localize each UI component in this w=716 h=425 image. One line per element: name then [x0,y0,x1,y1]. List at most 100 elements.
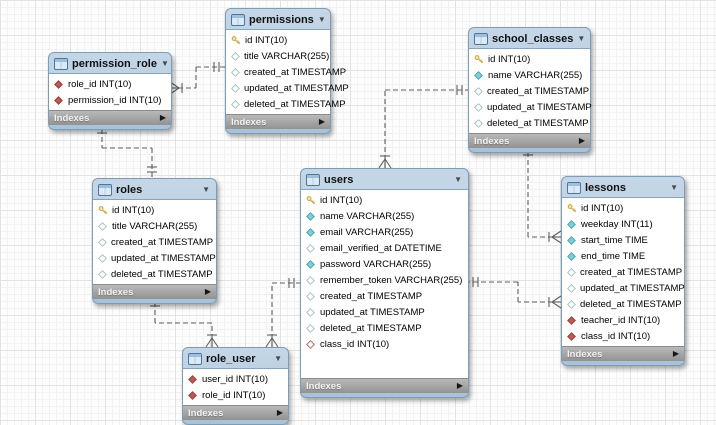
table-title: permission_role [72,57,157,70]
expand-arrow-icon[interactable]: ▶ [204,287,211,296]
column-label: updated_at TIMESTAMP [320,306,425,318]
column-label: role_id INT(10) [68,78,132,90]
indexes-label: Indexes [98,286,134,298]
column-label: created_at TIMESTAMP [111,236,214,248]
table-header-permission_role[interactable]: permission_role▼ [49,53,171,73]
column-label: weekday INT(11) [581,218,653,230]
primary-key-icon [306,195,316,206]
relationship-lessons-users[interactable] [467,277,562,309]
column-label: password VARCHAR(255) [320,258,432,270]
expand-arrow-icon[interactable]: ▶ [276,408,283,417]
column-nullable-icon [306,275,316,285]
collapse-triangle-icon[interactable]: ▼ [160,58,169,68]
indexes-section[interactable]: Indexes▶ [469,133,590,148]
column-label: id INT(10) [488,53,531,65]
column-row: created_at TIMESTAMP [301,288,468,304]
column-label: id INT(10) [112,204,155,216]
column-row: name VARCHAR(255) [301,208,468,224]
relationship-lessons-school_classes[interactable] [523,144,562,244]
table-permission_role[interactable]: permission_role▼ role_id INT(10) permissio… [48,52,172,130]
table-header-permissions[interactable]: permissions▼ [226,9,330,29]
column-label: role_id INT(10) [202,389,266,401]
relationship-users-school_classes[interactable] [378,85,468,169]
collapse-triangle-icon[interactable]: ▼ [274,353,282,363]
table-role_user[interactable]: role_user ▼ user_id INT(10)role_id INT(10)… [182,347,289,425]
column-nullable-icon [306,307,316,317]
collapse-triangle-icon[interactable]: ▼ [577,33,586,43]
column-label: deleted_at TIMESTAMP [111,268,213,280]
column-not-null-icon [306,211,316,221]
column-not-null-icon [474,70,484,80]
column-row: updated_at TIMESTAMP [469,99,592,115]
column-not-null-icon [306,227,316,237]
table-header-school_classes[interactable]: school_classes▼ [469,28,590,48]
table-header-lessons[interactable]: lessons ▼ [562,177,684,197]
table-title: lessons [585,181,626,194]
relationship-role_user-users[interactable] [265,278,300,348]
indexes-section[interactable]: Indexes ▶ [93,284,216,299]
collapse-triangle-icon[interactable]: ▼ [202,184,210,194]
collapse-triangle-icon[interactable]: ▼ [670,182,678,192]
column-row: role_id INT(10) [49,76,171,92]
column-row: name VARCHAR(255) [469,67,590,83]
table-header-roles[interactable]: roles▼ [93,179,216,199]
column-nullable-icon [306,291,316,301]
column-row: password VARCHAR(255) [301,256,468,272]
expand-arrow-icon[interactable]: ▶ [672,349,679,358]
column-label: teacher_id INT(10) [581,314,661,326]
column-label: permission_id INT(10) [68,94,162,106]
column-label: title VARCHAR(255) [112,220,198,232]
column-row: email VARCHAR(255) [301,224,468,240]
table-roles[interactable]: roles▼ id INT(10) title VARCHAR(255) create… [92,178,217,304]
indexes-section[interactable]: Indexes▶ [562,346,684,361]
expand-arrow-icon[interactable]: ▶ [318,117,325,126]
expand-arrow-icon[interactable]: ▶ [159,113,166,122]
primary-key-icon [474,54,484,65]
indexes-section[interactable]: Indexes▶ [226,114,330,129]
indexes-label: Indexes [188,407,224,419]
collapse-triangle-icon[interactable]: ▼ [317,14,326,24]
column-row: updated_at TIMESTAMP [93,250,216,266]
indexes-section[interactable]: Indexes ▶ [183,405,288,420]
table-title: permissions [249,13,314,26]
fk-not-null-icon [54,79,64,89]
collapse-triangle-icon[interactable]: ▼ [454,174,462,184]
table-school_classes[interactable]: school_classes▼id INT(10) name VARCHAR(25… [468,27,592,153]
column-row: start_time TIME [562,232,684,248]
indexes-label: Indexes [306,380,342,392]
table-permissions[interactable]: permissions▼id INT(10)title VARCHAR(255)… [225,8,349,134]
column-label: remember_token VARCHAR(255) [320,274,463,286]
column-row: deleted_at TIMESTAMP [469,115,590,131]
column-label: created_at TIMESTAMP [580,266,683,278]
column-row: created_at TIMESTAMP [562,264,684,280]
expand-arrow-icon[interactable]: ▶ [456,381,463,390]
column-not-null-icon [306,259,316,269]
relationship-permission_role-permissions[interactable] [169,62,225,95]
column-label: id INT(10) [581,202,624,214]
table-header-role_user[interactable]: role_user ▼ [183,348,288,368]
table-title: role_user [206,352,256,365]
table-icon [567,181,581,194]
table-columns: id INT(10)name VARCHAR(255)created_at TI… [469,48,592,133]
table-icon [188,352,202,365]
expand-arrow-icon[interactable]: ▶ [578,136,585,145]
table-columns: id INT(10)name VARCHAR(255)email VARCHAR… [301,189,468,378]
column-label: updated_at TIMESTAMP [580,282,685,294]
column-nullable-icon [567,299,576,309]
indexes-section[interactable]: Indexes▶ [49,110,171,125]
table-users[interactable]: users▼id INT(10)name VARCHAR(255)email V… [300,168,469,398]
primary-key-icon [98,205,108,216]
column-label: updated_at TIMESTAMP [111,252,216,264]
column-row: remember_token VARCHAR(255) [301,272,468,288]
column-label: deleted_at TIMESTAMP [244,98,346,110]
table-lessons[interactable]: lessons ▼ id INT(10) weekday INT(11) start_t… [561,176,685,366]
indexes-section[interactable]: Indexes ▶ [301,378,468,393]
table-columns: user_id INT(10)role_id INT(10) [183,368,288,405]
table-header-users[interactable]: users▼ [301,169,468,189]
table-columns: id INT(10)title VARCHAR(255)created_at T… [226,29,349,114]
column-label: deleted_at TIMESTAMP [580,298,682,310]
column-row: title VARCHAR(255) [226,48,330,64]
column-nullable-icon [306,323,316,333]
column-nullable-icon [98,269,107,279]
table-columns: id INT(10) title VARCHAR(255) created_at T… [93,199,216,284]
